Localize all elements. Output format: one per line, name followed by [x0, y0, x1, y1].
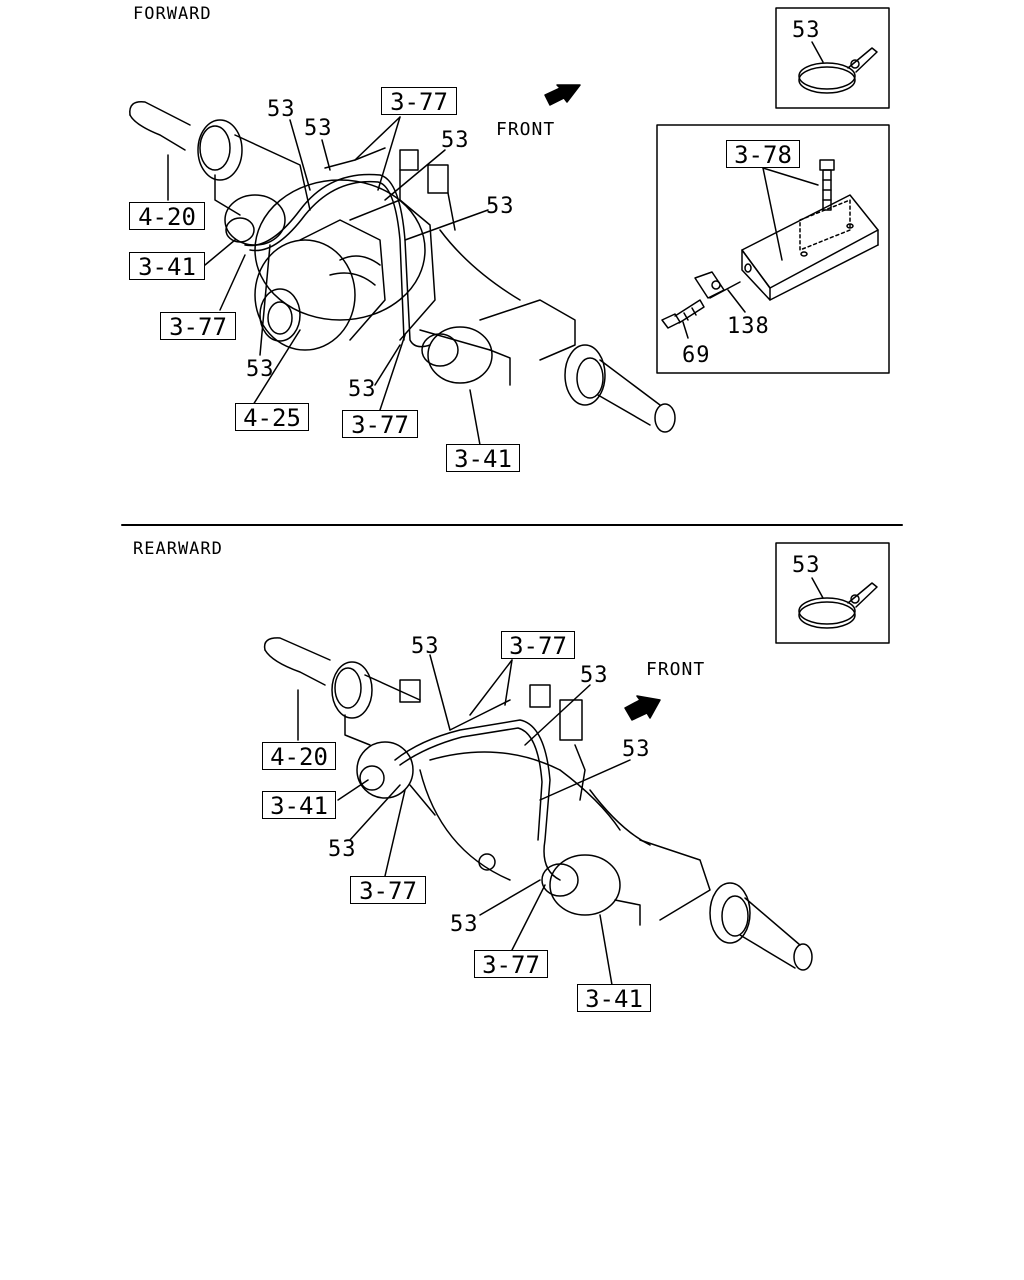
nut-138-icon [694, 271, 741, 299]
bolt-upper-icon [819, 159, 835, 211]
callout-3-78: 3-78 [726, 140, 800, 169]
callout-4-25: 4-25 [235, 403, 309, 432]
section-title-forward: FORWARD [133, 4, 212, 24]
callout-3-77-forward-left: 3-77 [160, 312, 236, 341]
callout-3-77-rear-top: 3-77 [501, 631, 575, 660]
bolt-69-icon [661, 299, 705, 329]
leader-378-a [762, 167, 783, 261]
callout-53-f4: 53 [486, 194, 515, 219]
callout-3-41-forward-left: 3-41 [129, 252, 205, 281]
callout-3-77-forward-bottom: 3-77 [342, 410, 418, 439]
front-arrow-bottom [624, 695, 661, 721]
callout-3-77-forward-top: 3-77 [381, 87, 457, 116]
inset-clip-frame-top [775, 7, 890, 109]
callout-4-20-rear: 4-20 [262, 742, 336, 771]
callout-3-41-rear-right: 3-41 [577, 984, 651, 1013]
callout-3-41-forward-right: 3-41 [446, 444, 520, 473]
callout-53-r5: 53 [450, 912, 479, 937]
leader-378-b [762, 167, 819, 186]
forward-axle-drawing [129, 101, 676, 433]
callout-53-inset-bottom: 53 [792, 553, 821, 578]
callout-53-f3: 53 [441, 128, 470, 153]
callout-53-r1: 53 [411, 634, 440, 659]
callout-69: 69 [682, 343, 711, 368]
leader-69 [682, 321, 689, 339]
leader-inset-bottom [811, 577, 824, 599]
callout-53-r4: 53 [328, 837, 357, 862]
front-label-top: FRONT [496, 119, 556, 140]
callout-3-77-rear-left: 3-77 [350, 876, 426, 905]
callout-53-inset-top: 53 [792, 18, 821, 43]
forward-leaders [167, 116, 489, 446]
callout-4-20-forward: 4-20 [129, 202, 205, 231]
callout-53-r2: 53 [580, 663, 609, 688]
callout-53-f5: 53 [246, 357, 275, 382]
callout-3-41-rear-left: 3-41 [262, 791, 336, 820]
cable-clip-icon-bottom [798, 582, 878, 629]
front-label-bottom: FRONT [646, 659, 706, 680]
leader-inset-top [811, 41, 824, 63]
rearward-leaders [297, 654, 631, 986]
inset-bracket-frame [656, 124, 890, 374]
inset-clip-frame-bottom [775, 542, 890, 644]
leader-138 [727, 289, 746, 313]
cable-clip-icon-top [798, 47, 878, 94]
callout-138: 138 [727, 314, 770, 339]
front-arrow-top [544, 84, 581, 106]
callout-53-f6: 53 [348, 377, 377, 402]
callout-53-r3: 53 [622, 737, 651, 762]
callout-3-77-rear-bottom: 3-77 [474, 950, 548, 979]
section-title-rearward: REARWARD [133, 539, 223, 559]
bracket-icon [741, 194, 879, 301]
callout-53-f1: 53 [267, 97, 296, 122]
callout-53-f2: 53 [304, 116, 333, 141]
rearward-axle-drawing [263, 637, 813, 971]
